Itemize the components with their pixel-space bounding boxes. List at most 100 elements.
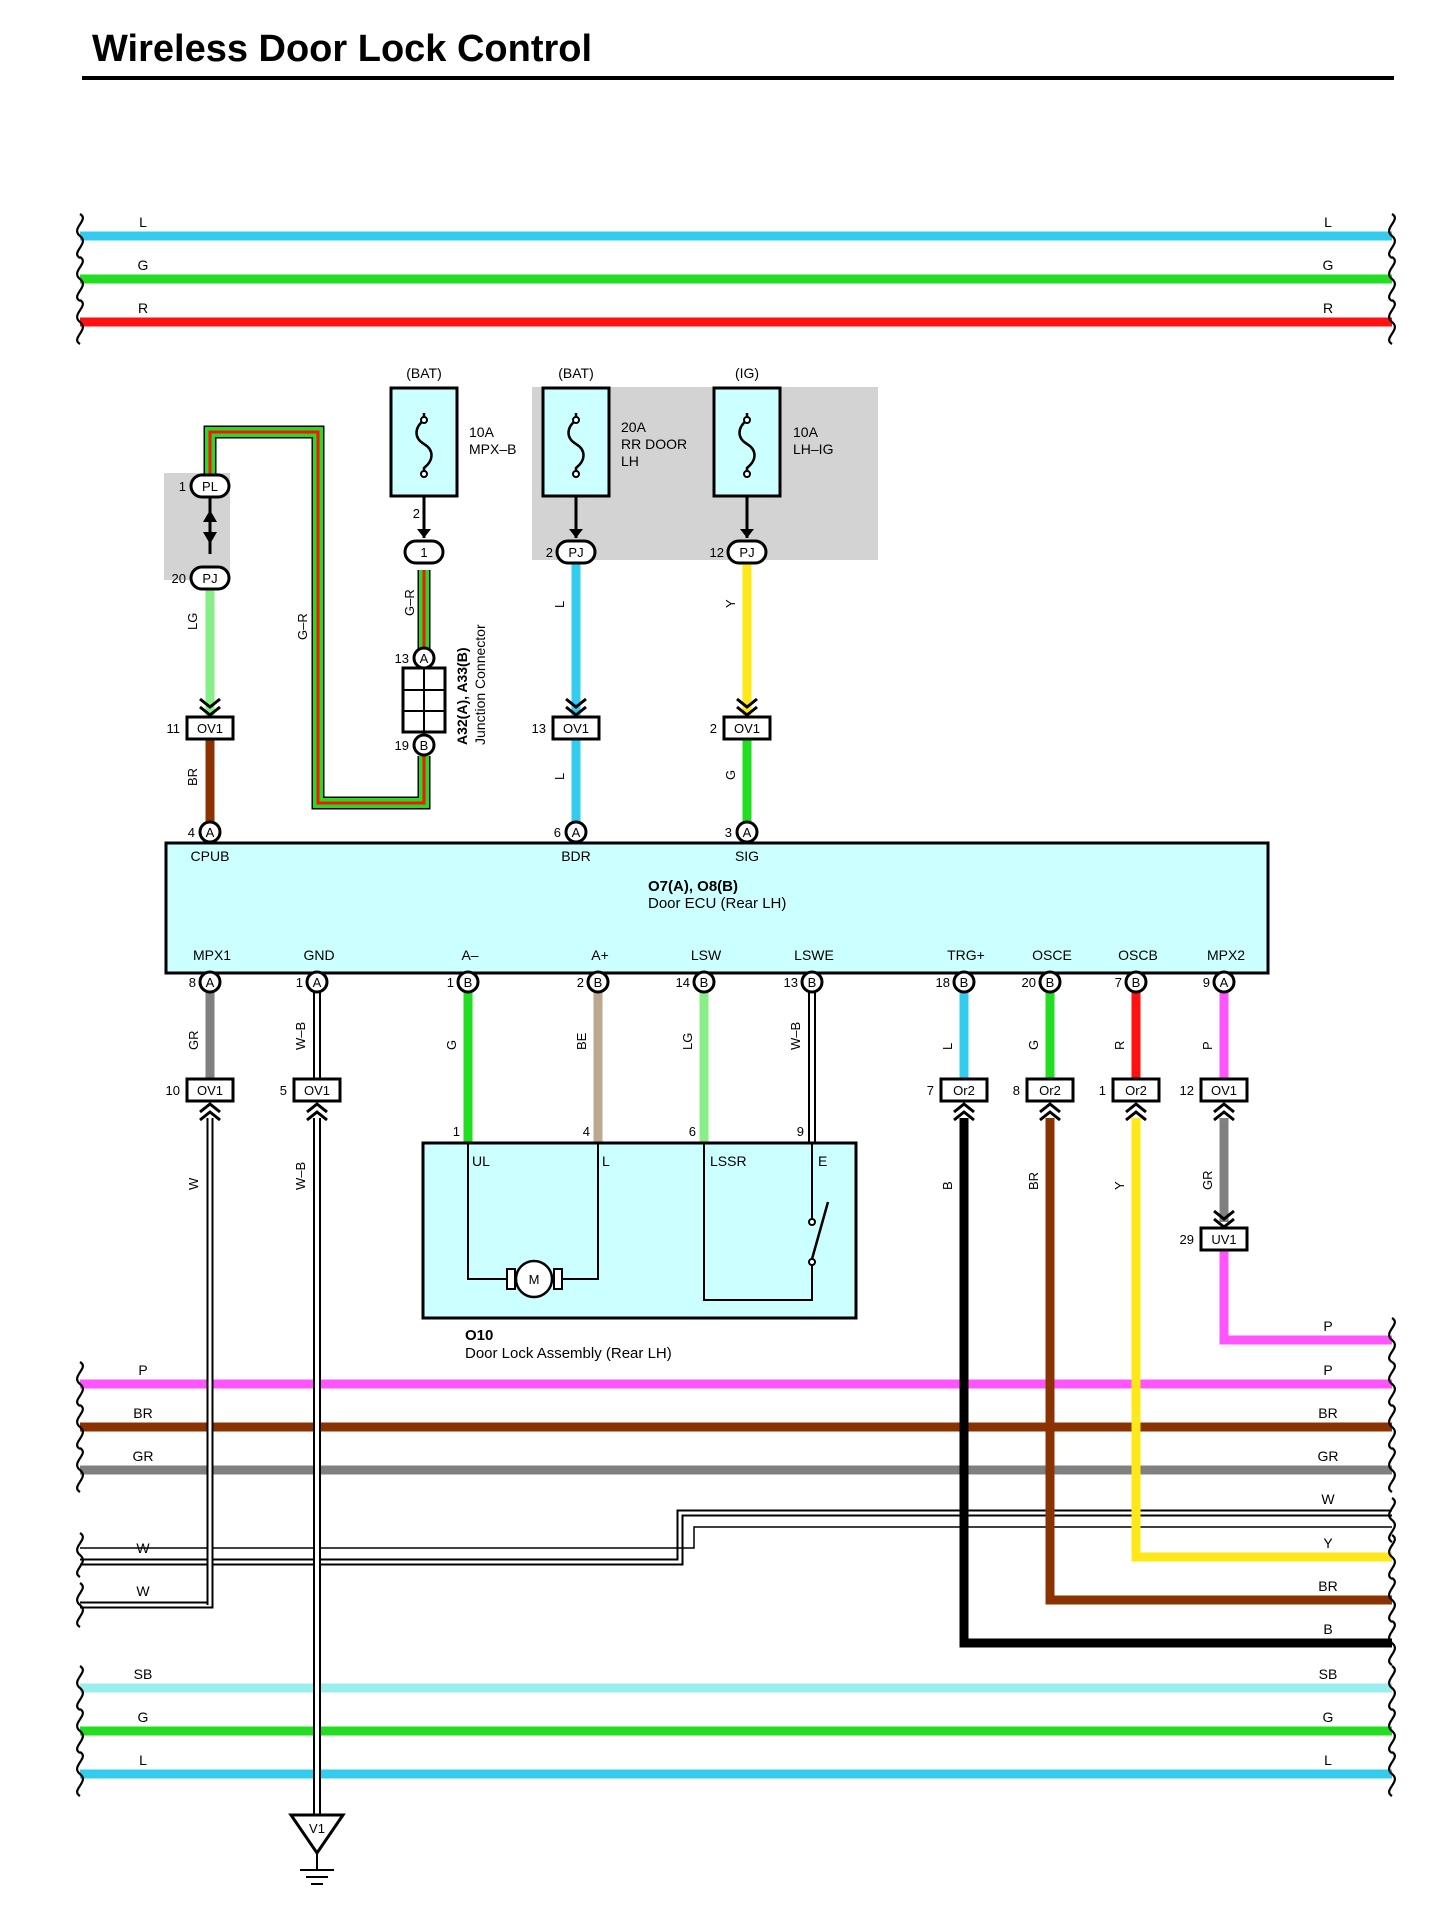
bus-break-top-0-a xyxy=(76,213,84,259)
bus-break-left-3 xyxy=(76,1665,84,1711)
fuse-element-0 xyxy=(415,413,433,474)
ecu-bottom-pin-label-0: MPX1 xyxy=(193,947,231,963)
fuse-term-b-1 xyxy=(572,470,580,478)
ecu-bottom-pin-2 xyxy=(456,970,480,994)
bottom-bus1-P-left-label: P xyxy=(138,1362,147,1378)
ecu-bottom-pin-1 xyxy=(305,970,329,994)
wire-lbl-l-ecu: L xyxy=(552,773,567,780)
br-label: BR xyxy=(1318,1578,1337,1594)
bus-break-top-1-b xyxy=(1388,256,1396,302)
ecu-bottom-pin-label-1: GND xyxy=(303,947,334,963)
lower-conn-1-text: OV1 xyxy=(304,1083,330,1098)
ecu-bottom-pin-9 xyxy=(1212,970,1236,994)
junction-pin-a-text: A xyxy=(420,651,429,666)
ecu-bottom-pin-label-4: LSW xyxy=(691,947,722,963)
door-lock-name: Door Lock Assembly (Rear LH) xyxy=(465,1345,672,1362)
fuse1-name2: LH xyxy=(621,453,639,469)
ecu-bottom-wire-lbl-6: L xyxy=(940,1043,955,1050)
ecu-top-pin-0 xyxy=(198,820,222,844)
ecu-bottom-pin-2-text: B xyxy=(464,975,473,990)
motor-brush-right xyxy=(553,1268,563,1290)
wire-lbl-y-fuse: Y xyxy=(723,599,738,608)
ecu-bottom-pin-7-text: B xyxy=(1046,975,1055,990)
conn-pj xyxy=(189,565,231,591)
ecu-bottom-pin-label-8: OSCB xyxy=(1118,947,1158,963)
ov1-upper-1 xyxy=(551,715,601,741)
lower-conn-pin-2: 7 xyxy=(927,1083,934,1098)
lower-wire-lbl-3: BR xyxy=(1026,1172,1041,1190)
ov1-upper-1-text: OV1 xyxy=(563,721,589,736)
ov1-upper-2 xyxy=(722,715,772,741)
bus-break-right-2 xyxy=(1388,1447,1396,1493)
lower-conn-chevron-2 xyxy=(953,1102,975,1122)
ecu-bottom-pin-6-text: B xyxy=(960,975,969,990)
w-left-b-label: W xyxy=(136,1583,150,1599)
top-bus-G-left-label: G xyxy=(138,257,149,273)
fuse-arrow-2 xyxy=(740,529,754,538)
fuse1-amp: 20A xyxy=(621,419,647,435)
fuse-box-2 xyxy=(712,386,782,498)
ov1-upper-chevron-0 xyxy=(199,697,221,717)
fuse-arrow-1 xyxy=(569,529,583,538)
lower-conn-pin-0: 10 xyxy=(166,1083,180,1098)
conn-pj-lhig-pin: 12 xyxy=(710,545,724,560)
lower-conn-2-text: Or2 xyxy=(953,1083,975,1098)
top-bus-G-right-label: G xyxy=(1323,257,1334,273)
conn-pj-lhig xyxy=(726,539,768,565)
bus-break-left-0 xyxy=(76,1361,84,1407)
lower-conn-chevron-4 xyxy=(1125,1102,1147,1122)
ecu-bottom-pin-num-5: 13 xyxy=(784,975,798,990)
door-lock-id: O10 xyxy=(465,1327,493,1344)
junction-label1: A32(A), A33(B) xyxy=(454,648,470,746)
ecu-bottom-pin-4-text: B xyxy=(700,975,709,990)
bus-break-left-w-a xyxy=(76,1532,84,1578)
ecu-bottom-pin-num-2: 1 xyxy=(447,975,454,990)
bottom-bus2-L-left-label: L xyxy=(139,1752,147,1768)
wire-lbl-l-fuse: L xyxy=(552,601,567,608)
conn-uv1-pin: 29 xyxy=(1180,1232,1194,1247)
fuse0-name: MPX–B xyxy=(469,441,516,457)
bus-break-left-4 xyxy=(76,1708,84,1754)
bus-break-right-3 xyxy=(1388,1665,1396,1711)
conn-pl-pin: 1 xyxy=(179,479,186,494)
conn-pj-rrdoor-pin: 2 xyxy=(546,545,553,560)
wires xyxy=(80,231,1392,1815)
door-lock-motor-circuit xyxy=(467,1143,599,1280)
motor-brush-left xyxy=(506,1268,516,1290)
bus-break-right-0 xyxy=(1388,1361,1396,1407)
junction-pin-b xyxy=(412,733,436,757)
lower-wire-lbl-5: GR xyxy=(1200,1171,1215,1191)
conn-pl-text: PL xyxy=(202,479,218,494)
fuse-supply-0: (BAT) xyxy=(406,365,442,381)
ecu-box xyxy=(164,841,1270,975)
door-lock-switch-circuit xyxy=(703,1143,813,1301)
conn-pj-text: PJ xyxy=(202,571,217,586)
bus-break-right-br xyxy=(1388,1577,1396,1623)
conn-pl xyxy=(189,473,231,499)
fuse-term-b-0 xyxy=(420,470,428,478)
ecu-top-pin-label-2: SIG xyxy=(735,848,759,864)
ecu-bottom-pin-8 xyxy=(1124,970,1148,994)
ecu-bottom-pin-0 xyxy=(198,970,222,994)
ecu-bottom-wire-lbl-5: W–B xyxy=(788,1022,803,1050)
door-lock-term-0: UL xyxy=(472,1153,490,1169)
fuse-arrow-0 xyxy=(417,529,431,538)
bus-break-right-5 xyxy=(1388,1751,1396,1797)
ov1-upper-0-text: OV1 xyxy=(197,721,223,736)
bottom-bus2-SB-left-label: SB xyxy=(134,1666,153,1682)
bus-break-top-0-b xyxy=(76,256,84,302)
lower-conn-2 xyxy=(939,1077,989,1103)
conn-uv1-text: UV1 xyxy=(1211,1232,1236,1247)
bus-break-right-b xyxy=(1388,1620,1396,1666)
page-title: Wireless Door Lock Control xyxy=(92,28,593,70)
ecu-bottom-pin-7 xyxy=(1038,970,1062,994)
wire-lbl-gr-mid: G–R xyxy=(402,589,417,616)
ecu-bottom-pin-num-1: 1 xyxy=(296,975,303,990)
door-lock-pin-1: 4 xyxy=(583,1124,590,1139)
fuse-element-1 xyxy=(567,413,585,474)
top-bus-R-right-label: R xyxy=(1323,300,1333,316)
door-lock-term-3: E xyxy=(818,1153,827,1169)
lower-conn-4 xyxy=(1111,1077,1161,1103)
bus-break-left-2 xyxy=(76,1447,84,1493)
ecu-bottom-wire-lbl-9: P xyxy=(1200,1041,1215,1050)
